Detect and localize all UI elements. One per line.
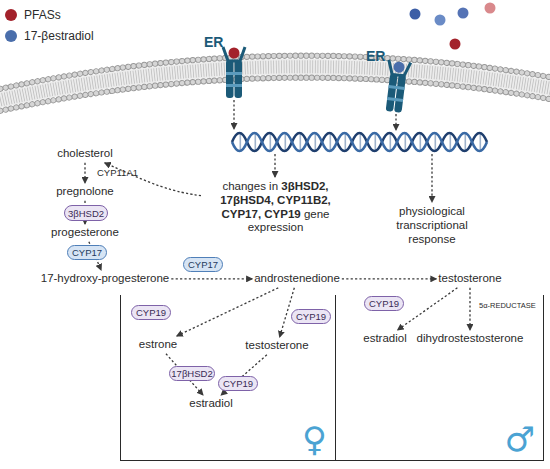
pathway-label: pregnolone — [45, 185, 125, 199]
estrogen-receptor: ER — [364, 42, 428, 122]
receptor-label: ER — [204, 34, 223, 50]
pathway-arrow — [177, 288, 279, 336]
node-text: progesterone — [51, 226, 119, 240]
pathway-label: estrone — [133, 338, 183, 352]
node-text: CYP17 — [188, 259, 218, 270]
pathway-label: estradiol — [355, 332, 415, 346]
pathway-label: 17-hydroxy-progesterone — [35, 272, 175, 286]
pathway-label: progesterone — [40, 226, 130, 240]
pathway-arrow — [221, 355, 267, 395]
legend-text: 17-βestradiol — [24, 29, 94, 43]
pathway-label: cholesterol — [45, 147, 125, 161]
node-text: testosterone — [438, 272, 501, 286]
enzyme-pill: CYP17 — [67, 245, 107, 260]
sex-panel: ♂ CYP19 estradiol dihydrostestosterone — [336, 295, 544, 461]
node-text: estradiol — [363, 332, 406, 346]
legend-swatch — [5, 30, 17, 42]
text-run: CYP19 — [264, 208, 304, 220]
node-text: testosterone — [245, 339, 308, 353]
pathway-label: physiological transcriptional response — [384, 205, 480, 246]
ligand-dots — [410, 3, 496, 50]
enzyme-pill: CYP19 — [218, 376, 258, 391]
sex-panel: ♀CYP19CYP19estronetestosterone17βHSD2CYP… — [120, 295, 336, 461]
node-text: cholesterol — [57, 147, 113, 161]
text-run: gene — [304, 208, 330, 220]
text-run: expression — [248, 221, 304, 233]
dna-helix — [232, 133, 487, 151]
enzyme-pill: 17βHSD2 — [169, 366, 215, 381]
node-text: CYP19 — [369, 298, 399, 309]
legend-text: PFASs — [24, 8, 61, 22]
pathway-arrow — [342, 278, 437, 279]
text-run: changes — [222, 180, 269, 192]
estrogen-receptor: ER — [202, 28, 266, 108]
enzyme-pill: CYP17 — [183, 257, 223, 272]
sex-symbol: ♀ — [302, 422, 327, 456]
cell-membrane — [0, 56, 550, 112]
text-run: in — [269, 180, 281, 192]
node-text: 3βHSD2 — [68, 208, 104, 219]
pathway-arrow — [84, 163, 85, 183]
legend: PFASs 17-βestradiol — [5, 4, 94, 46]
legend-row: 17-βestradiol — [5, 25, 94, 46]
legend-swatch — [5, 9, 17, 21]
node-text: 17-hydroxy-progesterone — [41, 272, 170, 286]
sex-symbol: ♂ — [505, 422, 535, 456]
pathway-arrow — [171, 278, 252, 279]
enzyme-pill: 3βHSD2 — [64, 205, 108, 221]
node-text: CYP17 — [72, 247, 102, 258]
pathway-label: changes in 3βHSD2, 17βHSD4, CYP11B2, CYP… — [203, 180, 348, 235]
node-text: estrone — [139, 338, 177, 352]
node-text: physiological transcriptional response — [384, 205, 480, 246]
pathway-label: testosterone — [430, 272, 510, 286]
text-run: 3βHSD2, — [281, 180, 328, 192]
node-text: estradiol — [189, 397, 232, 411]
enzyme-label: CYP11A1 — [97, 167, 138, 178]
text-run: CYP17, — [221, 208, 264, 220]
enzyme-pill: CYP19 — [291, 309, 331, 324]
node-text: changes in 3βHSD2, 17βHSD4, CYP11B2, CYP… — [203, 180, 348, 235]
enzyme-label: 5α-REDUCTASE — [479, 301, 536, 310]
pathway-label: estradiol — [181, 397, 241, 411]
enzyme-pill: CYP19 — [131, 305, 171, 320]
text-run: CYP11B2, — [277, 194, 331, 206]
enzyme-pill: CYP19 — [364, 296, 404, 311]
text-run: 17βHSD4, — [220, 194, 277, 206]
node-text: CYP19 — [296, 311, 326, 322]
node-text: pregnolone — [56, 185, 114, 199]
node-text: CYP19 — [136, 307, 166, 318]
pathway-label: androstenedione — [247, 272, 347, 286]
node-text: dihydrostestosterone — [417, 332, 524, 346]
node-text: androstenedione — [254, 272, 340, 286]
pathway-label: testosterone — [241, 339, 313, 353]
pathway-label: dihydrostestosterone — [410, 332, 530, 346]
node-text: 17βHSD2 — [171, 368, 212, 379]
legend-row: PFASs — [5, 4, 94, 25]
receptor-label: ER — [366, 48, 385, 64]
node-text: CYP19 — [223, 378, 253, 389]
